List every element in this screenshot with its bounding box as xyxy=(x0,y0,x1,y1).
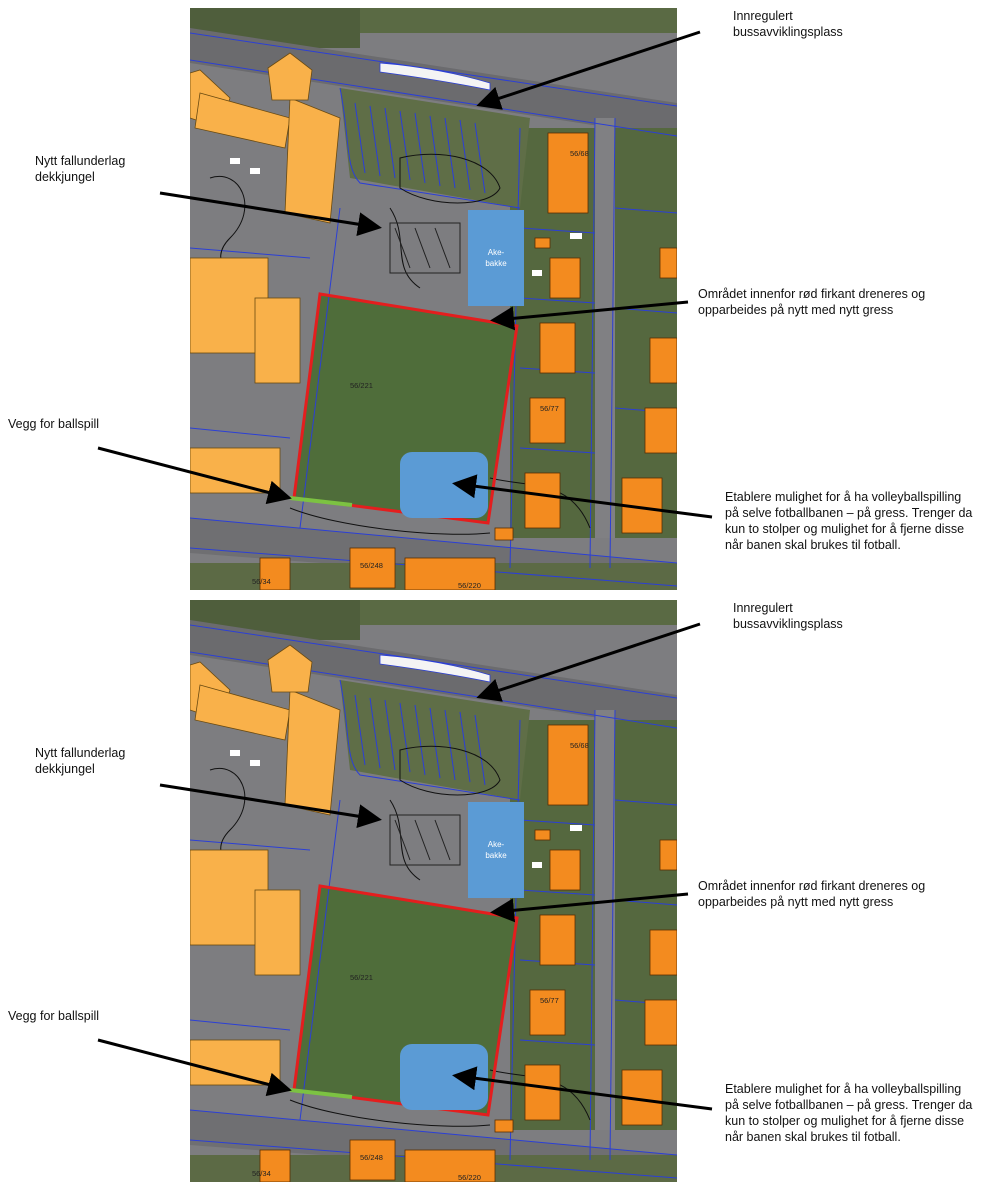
sledding-hill-area xyxy=(468,210,524,306)
arrow-fall-surface xyxy=(159,191,382,237)
school-buildings xyxy=(190,644,341,1086)
volleyball-area xyxy=(400,452,488,518)
annotation-ball-wall: Vegg for ballspill xyxy=(8,1009,100,1023)
arrow-ball-wall xyxy=(97,446,292,505)
map-panel-top: Ake- bakke 56/221 56/68 56/77 56/220 56/… xyxy=(0,0,982,590)
annotation-fall-surface: Nytt fallunderlag dekkjungel xyxy=(35,154,126,184)
parcel-label-77: 56/77 xyxy=(540,996,559,1005)
vegetation-area xyxy=(360,600,677,625)
sledding-hill-label-line1: Ake- xyxy=(488,248,505,257)
parked-vehicles xyxy=(230,750,582,868)
map-svg: Ake- bakke 56/221 56/68 56/77 56/220 56/… xyxy=(190,8,677,590)
parked-vehicles xyxy=(230,158,582,276)
parcel-label-221: 56/221 xyxy=(350,381,373,390)
main-road xyxy=(190,28,677,138)
red-drainage-boundary xyxy=(292,884,519,1117)
arrow-drainage-area xyxy=(490,892,689,923)
side-road xyxy=(595,118,615,538)
parcel-labels: 56/221 56/68 56/77 56/220 56/248 56/34 xyxy=(252,741,589,1182)
parcel-label-34: 56/34 xyxy=(252,577,271,586)
parcel-label-77: 56/77 xyxy=(540,404,559,413)
parcel-label-220: 56/220 xyxy=(458,1173,481,1182)
sledding-hill-area xyxy=(468,802,524,898)
red-drainage-boundary xyxy=(292,292,519,525)
arrow-bus-area xyxy=(476,622,701,702)
ball-wall-marker xyxy=(289,1088,353,1099)
parcel-label-221: 56/221 xyxy=(350,973,373,982)
ball-wall-marker xyxy=(289,496,353,507)
volleyball-area xyxy=(400,1044,488,1110)
side-road xyxy=(595,710,615,1130)
parcel-label-68: 56/68 xyxy=(570,149,589,158)
sledding-hill-label-line2: bakke xyxy=(485,259,507,268)
annotation-bus-area: Innregulert bussavviklingsplass xyxy=(733,9,843,39)
annotation-volleyball: Etablere mulighet for å ha volleyballspi… xyxy=(725,490,973,552)
residential-houses xyxy=(259,132,677,590)
parcel-lines xyxy=(190,624,677,1179)
playground-equipment xyxy=(389,814,461,866)
aerial-map: Ake- bakke 56/221 56/68 56/77 56/220 56/… xyxy=(190,8,677,590)
annotation-bus-area: Innregulert bussavviklingsplass xyxy=(733,601,843,631)
arrow-volleyball xyxy=(452,1066,713,1111)
annotation-fall-surface: Nytt fallunderlag dekkjungel xyxy=(35,746,126,776)
residential-area xyxy=(510,128,677,538)
sledding-hill-label-line2: bakke xyxy=(485,851,507,860)
residential-area xyxy=(510,720,677,1130)
arrow-fall-surface xyxy=(159,783,382,829)
parcel-label-248: 56/248 xyxy=(360,561,383,570)
parcel-label-220: 56/220 xyxy=(458,581,481,590)
arrow-ball-wall xyxy=(97,1038,292,1097)
school-buildings xyxy=(190,52,341,494)
annotation-volleyball: Etablere mulighet for å ha volleyballspi… xyxy=(725,1082,973,1144)
annotation-arrows xyxy=(97,30,713,519)
playground-equipment xyxy=(389,222,461,274)
arrow-bus-area xyxy=(476,30,701,110)
annotation-ball-wall: Vegg for ballspill xyxy=(8,417,100,431)
residential-houses xyxy=(259,724,677,1182)
parcel-label-248: 56/248 xyxy=(360,1153,383,1162)
parcel-label-68: 56/68 xyxy=(570,741,589,750)
annotation-drainage-area: Området innenfor rød firkant dreneres og… xyxy=(698,879,926,909)
annotation-drainage-area: Området innenfor rød firkant dreneres og… xyxy=(698,287,926,317)
arrow-drainage-area xyxy=(490,300,689,331)
main-road xyxy=(190,620,677,730)
vegetation-area xyxy=(360,8,677,33)
parcel-labels: 56/221 56/68 56/77 56/220 56/248 56/34 xyxy=(252,149,589,590)
arrow-volleyball xyxy=(452,474,713,519)
parcel-label-34: 56/34 xyxy=(252,1169,271,1178)
map-panel-bottom: Ake- bakke 56/221 56/68 56/77 56/220 56/… xyxy=(0,592,982,1182)
annotation-arrows xyxy=(97,622,713,1111)
sledding-hill-label-line1: Ake- xyxy=(488,840,505,849)
